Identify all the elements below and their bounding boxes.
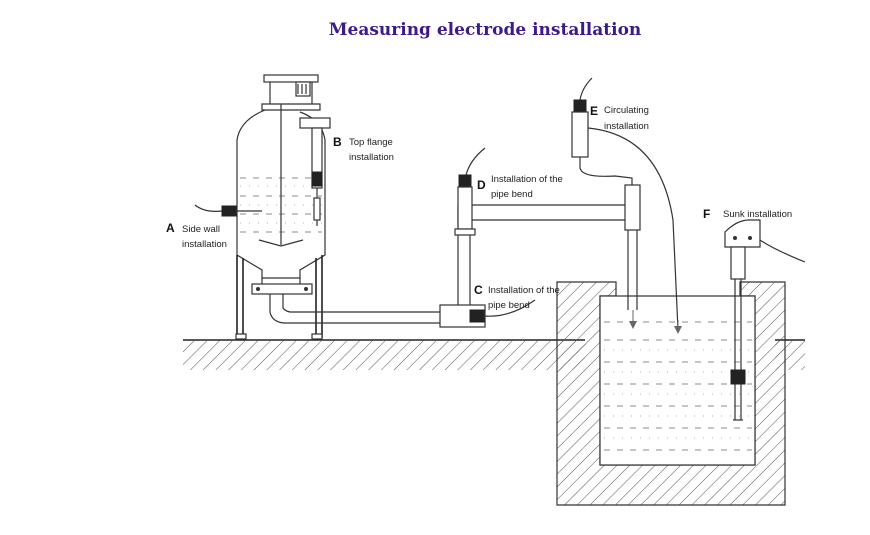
- svg-text:installation: installation: [349, 152, 394, 163]
- svg-text:Installation of the: Installation of the: [488, 285, 560, 296]
- svg-text:F: F: [703, 207, 710, 221]
- electrode-pipe-bend-upper: [454, 147, 486, 236]
- ground: [183, 339, 805, 370]
- svg-text:pipe bend: pipe bend: [491, 189, 533, 200]
- svg-text:Circulating: Circulating: [604, 105, 649, 116]
- electrode-top-flange: [299, 117, 331, 226]
- svg-text:installation: installation: [604, 121, 649, 132]
- svg-text:Installation of the: Installation of the: [491, 174, 563, 185]
- label-f: F Sunk installation: [703, 207, 792, 221]
- label-c: C Installation of the pipe bend: [474, 283, 560, 311]
- svg-text:pipe bend: pipe bend: [488, 300, 530, 311]
- label-a: A Side wall installation: [166, 221, 227, 250]
- svg-text:installation: installation: [182, 239, 227, 250]
- svg-text:Top flange: Top flange: [349, 137, 393, 148]
- svg-text:A: A: [166, 221, 175, 235]
- label-e: E Circulating installation: [590, 104, 649, 132]
- electrode-pipe-bend-lower: [469, 299, 536, 323]
- reactor-vessel: [235, 74, 326, 340]
- svg-text:D: D: [477, 178, 486, 192]
- electrode-circulating: [571, 77, 682, 334]
- label-b: B Top flange installation: [333, 135, 394, 163]
- svg-text:B: B: [333, 135, 342, 149]
- water-tank: [556, 281, 786, 506]
- svg-text:Sunk installation: Sunk installation: [723, 209, 792, 220]
- page-title: Measuring electrode installation: [328, 20, 642, 40]
- svg-text:E: E: [590, 104, 598, 118]
- svg-text:Side wall: Side wall: [182, 224, 220, 235]
- svg-text:C: C: [474, 283, 483, 297]
- electrode-side-wall: [194, 204, 262, 217]
- electrode-sunk: [724, 219, 806, 421]
- label-d: D Installation of the pipe bend: [477, 174, 563, 200]
